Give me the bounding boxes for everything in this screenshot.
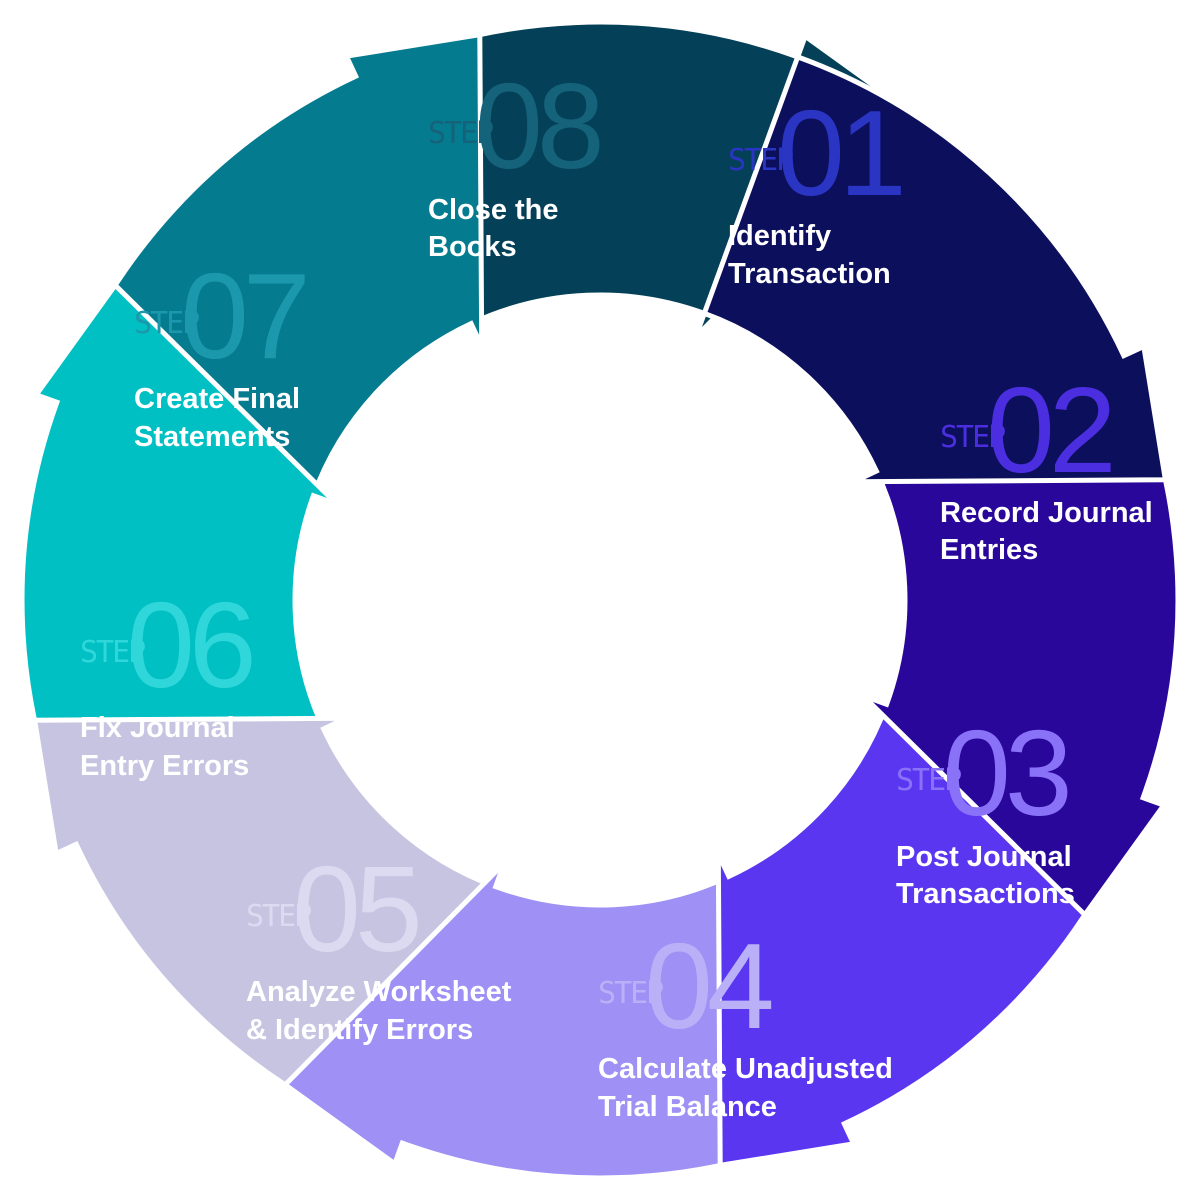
step-4-word: STEP bbox=[598, 976, 663, 1011]
step-1-label-line-2: Transaction bbox=[728, 258, 891, 290]
step-6-number: 06 bbox=[127, 577, 252, 713]
step-6-word: STEP bbox=[80, 635, 145, 670]
step-4-label-line-2: Trial Balance bbox=[598, 1091, 777, 1123]
step-5-number: 05 bbox=[293, 841, 418, 977]
step-1-word: STEP bbox=[728, 143, 793, 178]
step-1: STEP 01 Identify Transaction bbox=[728, 85, 907, 290]
step-3: STEP 03 Post Journal Transactions bbox=[896, 705, 1075, 910]
step-3-label-line-1: Post Journal bbox=[896, 841, 1072, 873]
step-7-label-line-2: Statements bbox=[134, 421, 290, 453]
step-8-word: STEP bbox=[428, 116, 493, 151]
step-2-label-line-2: Entries bbox=[940, 534, 1038, 566]
step-7: STEP 07 Create Final Statements bbox=[134, 248, 311, 453]
step-8-label-line-2: Books bbox=[428, 231, 517, 263]
step-6: STEP 06 Fix Journal Entry Errors bbox=[80, 577, 258, 782]
step-2-word: STEP bbox=[940, 420, 1005, 455]
step-4-arrow-segment bbox=[281, 861, 848, 1181]
step-5-label-line-1: Analyze Worksheet bbox=[246, 976, 512, 1008]
step-2-arrow-segment bbox=[861, 352, 1181, 919]
step-4: STEP 04 Calculate Unadjusted Trial Balan… bbox=[598, 918, 893, 1123]
step-8: STEP 08 Close the Books bbox=[428, 58, 606, 263]
step-7-label-line-1: Create Final bbox=[134, 383, 300, 415]
step-1-number: 01 bbox=[777, 85, 901, 221]
step-4-number: 04 bbox=[645, 918, 772, 1054]
step-5-word: STEP bbox=[246, 899, 311, 934]
step-1-arrow-segment bbox=[701, 53, 1169, 485]
step-2: STEP 02 Record Journal Entries bbox=[940, 362, 1153, 566]
step-5: STEP 05 Analyze Worksheet & Identify Err… bbox=[246, 841, 512, 1046]
step-6-label-line-1: Fix Journal bbox=[80, 712, 235, 744]
step-6-label-line-2: Entry Errors bbox=[80, 750, 249, 782]
step-5-label-line-2: & Identify Errors bbox=[246, 1014, 473, 1046]
step-2-number: 02 bbox=[987, 362, 1111, 498]
step-3-number: 03 bbox=[943, 705, 1068, 841]
step-6-arrow-segment bbox=[19, 281, 339, 848]
step-8-label-line-1: Close the bbox=[428, 194, 559, 226]
step-4-label-line-1: Calculate Unadjusted bbox=[598, 1053, 893, 1085]
step-3-label-line-2: Transactions bbox=[896, 878, 1075, 910]
step-1-label-line-1: Identify bbox=[728, 220, 831, 252]
step-3-word: STEP bbox=[896, 763, 961, 798]
step-8-number: 08 bbox=[475, 58, 600, 194]
cycle-segments bbox=[19, 19, 1181, 1181]
step-7-word: STEP bbox=[134, 306, 199, 341]
step-2-label-line-1: Record Journal bbox=[940, 497, 1153, 529]
step-7-number: 07 bbox=[181, 248, 305, 384]
